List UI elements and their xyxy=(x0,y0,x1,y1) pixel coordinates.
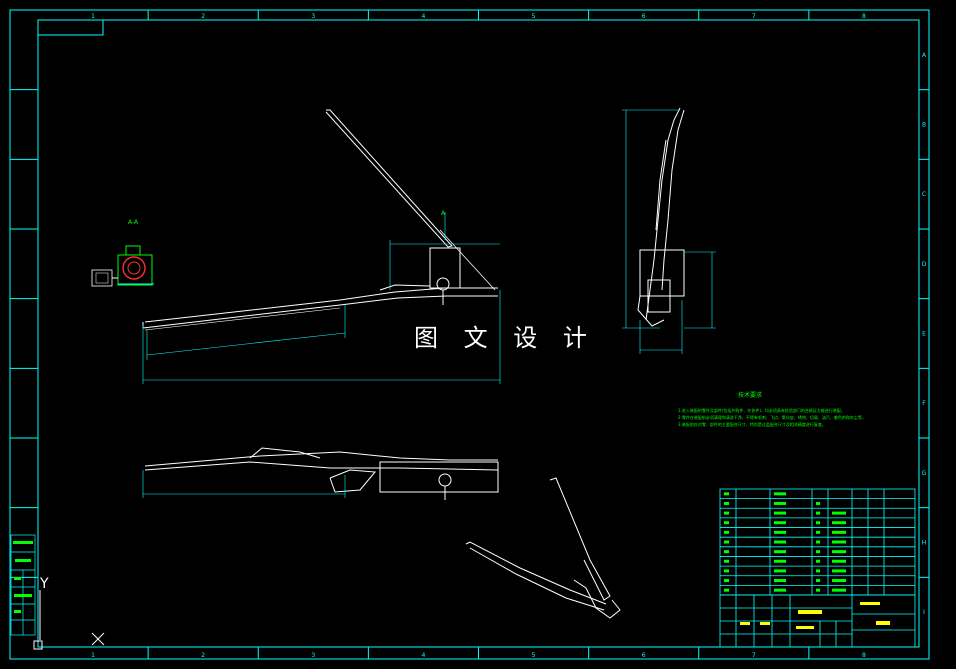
zone-column-label: 4 xyxy=(422,13,426,20)
parts-list-cell xyxy=(816,579,820,583)
parts-list-cell xyxy=(816,530,820,534)
tech-requirement-line: 3.装配前应对零、部件的主要配合尺寸，特别是过盈配合尺寸及相关精度进行复查。 xyxy=(678,421,826,427)
parts-list-cell xyxy=(774,569,786,573)
tech-requirements-title: 技术要求 xyxy=(738,391,762,399)
ucs-y-axis-label: Y xyxy=(40,576,49,592)
parts-list-cells xyxy=(724,492,846,592)
parts-list-cell xyxy=(724,521,729,525)
zone-row-label: B xyxy=(922,122,926,129)
parts-list-cell xyxy=(832,511,846,515)
parts-list-cell xyxy=(774,588,786,592)
parts-list-cell xyxy=(774,511,786,515)
zone-row-label: D xyxy=(922,261,927,268)
parts-list-cell xyxy=(816,559,820,563)
parts-list-cell xyxy=(832,588,846,592)
zone-row-label: E xyxy=(922,331,926,338)
parts-list-cell xyxy=(816,501,820,505)
parts-list-cell xyxy=(816,569,820,573)
parts-list-cell xyxy=(724,569,729,573)
parts-list-cell xyxy=(724,588,729,592)
parts-list-cell xyxy=(816,511,820,515)
zone-column-label: 5 xyxy=(532,652,536,659)
tech-requirement-line: 1.进入装配的零件及部件(包括外购件、外协件)，均必须具有检验部门的合格证方能进… xyxy=(678,407,845,413)
parts-list-cell xyxy=(724,579,729,583)
parts-list xyxy=(719,488,916,596)
zone-column-label: 1 xyxy=(91,652,95,659)
revision-strip xyxy=(10,534,36,636)
zone-row-label: F xyxy=(922,400,926,407)
side-view-dimensions xyxy=(622,109,716,354)
parts-list-cell xyxy=(774,521,786,525)
zone-column-label: 6 xyxy=(642,13,646,20)
parts-list-cell xyxy=(774,501,786,505)
drawing-frame xyxy=(9,9,930,660)
parts-list-cell xyxy=(774,492,786,496)
front-view-dimensions xyxy=(142,212,501,384)
parts-list-cell xyxy=(774,559,786,563)
parts-list-cell xyxy=(816,588,820,592)
parts-list-cell xyxy=(724,492,729,496)
parts-list-cell xyxy=(832,569,846,573)
zone-column-label: 7 xyxy=(752,652,756,659)
title-block-cells xyxy=(740,602,890,629)
zone-column-label: 8 xyxy=(862,13,866,20)
parts-list-cell xyxy=(832,559,846,563)
zone-column-label: 6 xyxy=(642,652,646,659)
parts-list-cell xyxy=(816,521,820,525)
parts-list-cell xyxy=(816,540,820,544)
parts-list-cell xyxy=(724,540,729,544)
technical-requirements: 技术要求 1.进入装配的零件及部件(包括外购件、外协件)，均必须具有检验部门的合… xyxy=(678,391,866,427)
zone-column-label: 3 xyxy=(311,13,315,20)
zone-column-label: 5 xyxy=(532,13,536,20)
zone-column-label: 2 xyxy=(201,652,205,659)
parts-list-cell xyxy=(774,550,786,554)
zone-column-label: 3 xyxy=(311,652,315,659)
parts-list-cell xyxy=(724,501,729,505)
zone-row-label: C xyxy=(922,191,926,198)
watermark-text: 图 文 设 计 xyxy=(414,324,596,352)
parts-list-cell xyxy=(724,511,729,515)
top-view-dimensions xyxy=(142,470,346,498)
zone-row-label: I xyxy=(923,609,925,616)
revision-strip-labels xyxy=(13,541,33,613)
view-marker: A xyxy=(441,210,446,217)
zone-row-label: H xyxy=(922,540,927,547)
wiper-top-view xyxy=(144,447,499,500)
parts-list-cell xyxy=(816,550,820,554)
wiper-front-view xyxy=(142,109,498,331)
zone-column-label: 7 xyxy=(752,13,756,20)
zone-column-label: 1 xyxy=(91,13,95,20)
parts-list-cell xyxy=(774,540,786,544)
section-label: A-A xyxy=(128,219,139,226)
parts-list-cell xyxy=(832,530,846,534)
parts-list-cell xyxy=(832,550,846,554)
section-view-aa: A-A xyxy=(91,219,154,287)
tech-requirement-line: 2.零件在装配前必须清理和清洗干净，不得有毛刺、飞边、氧化皮、锈蚀、切屑、油污、… xyxy=(678,414,866,420)
parts-list-cell xyxy=(774,530,786,534)
parts-list-cell xyxy=(724,550,729,554)
ucs-icon xyxy=(33,590,105,650)
parts-list-cell xyxy=(724,530,729,534)
zone-column-label: 2 xyxy=(201,13,205,20)
wiper-side-view xyxy=(637,107,685,327)
zone-column-label: 8 xyxy=(862,652,866,659)
parts-list-cell xyxy=(774,579,786,583)
parts-list-cell xyxy=(832,521,846,525)
zone-column-label: 4 xyxy=(422,652,426,659)
parts-list-cell xyxy=(724,559,729,563)
zone-row-label: G xyxy=(922,470,927,477)
title-block xyxy=(719,594,916,648)
zone-row-label: A xyxy=(922,52,927,59)
wiper-folded-view xyxy=(465,477,621,619)
parts-list-cell xyxy=(832,579,846,583)
parts-list-cell xyxy=(832,540,846,544)
